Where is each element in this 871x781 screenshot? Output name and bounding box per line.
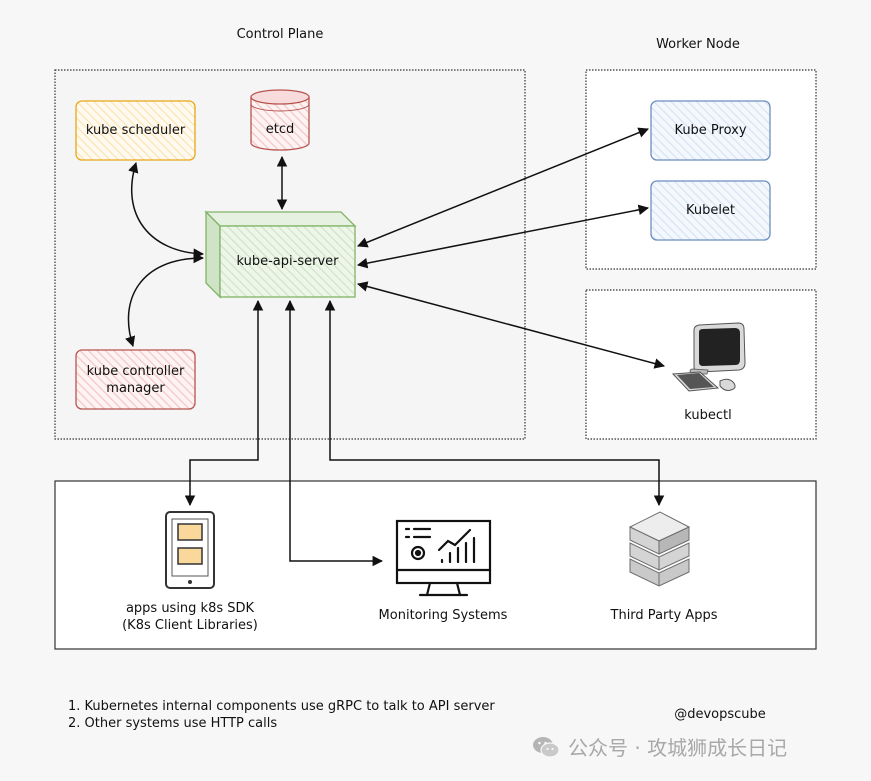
third-party-apps-label: Third Party Apps [610,608,718,623]
kubelet-box [650,180,771,241]
kube-controller-manager-label: kube controller manager [76,350,195,409]
kube-scheduler-box [75,100,196,161]
api-kubelet-arrow [356,204,650,269]
watermark-text: 公众号 · 攻城狮成长日记 [568,736,788,760]
sdk-apps-line1: apps using k8s SDK [125,601,255,616]
kube-api-server-cube [204,210,357,299]
notes: 1. Kubernetes internal components use gR… [68,698,495,732]
api-sdk-arrow [184,299,264,507]
scheduler-api-arrow [128,161,205,259]
controller-api-arrow [125,252,205,347]
credit-label: @devopscube [674,707,766,722]
kube-proxy-box [650,100,771,161]
kube-api-server-label: kube-api-server [236,254,339,269]
kube-controller-manager-line1: kube controller [86,363,185,379]
api-monitoring-arrow [284,299,384,567]
note-1: 1. Kubernetes internal components use gR… [68,699,495,714]
sdk-apps-line2: (K8s Client Libraries) [122,618,258,633]
kubectl-computer-icon [671,322,746,392]
server-stack-icon [628,511,691,587]
api-third-party-arrow [324,299,665,507]
connection-arrows [125,127,666,567]
kubelet-label: Kubelet [685,203,736,218]
etcd-cylinder-icon [250,89,310,151]
worker-node-label: Worker Node [656,37,740,52]
monitoring-dashboard-icon [395,519,492,597]
wechat-icon [533,736,560,758]
kubectl-label: kubectl [684,408,732,423]
kube-scheduler-label: kube scheduler [85,123,186,138]
note-2: 2. Other systems use HTTP calls [68,716,278,731]
kube-controller-manager-line2: manager [106,380,165,396]
control-plane-label: Control Plane [236,27,324,42]
watermark: 公众号 · 攻城狮成长日记 [532,732,787,761]
monitoring-systems-label: Monitoring Systems [378,608,508,623]
sdk-apps-label: apps using k8s SDK (K8s Client Libraries… [105,600,275,634]
kube-proxy-label: Kube Proxy [674,123,747,138]
etcd-label: etcd [265,121,295,137]
mobile-phone-icon [165,511,215,589]
